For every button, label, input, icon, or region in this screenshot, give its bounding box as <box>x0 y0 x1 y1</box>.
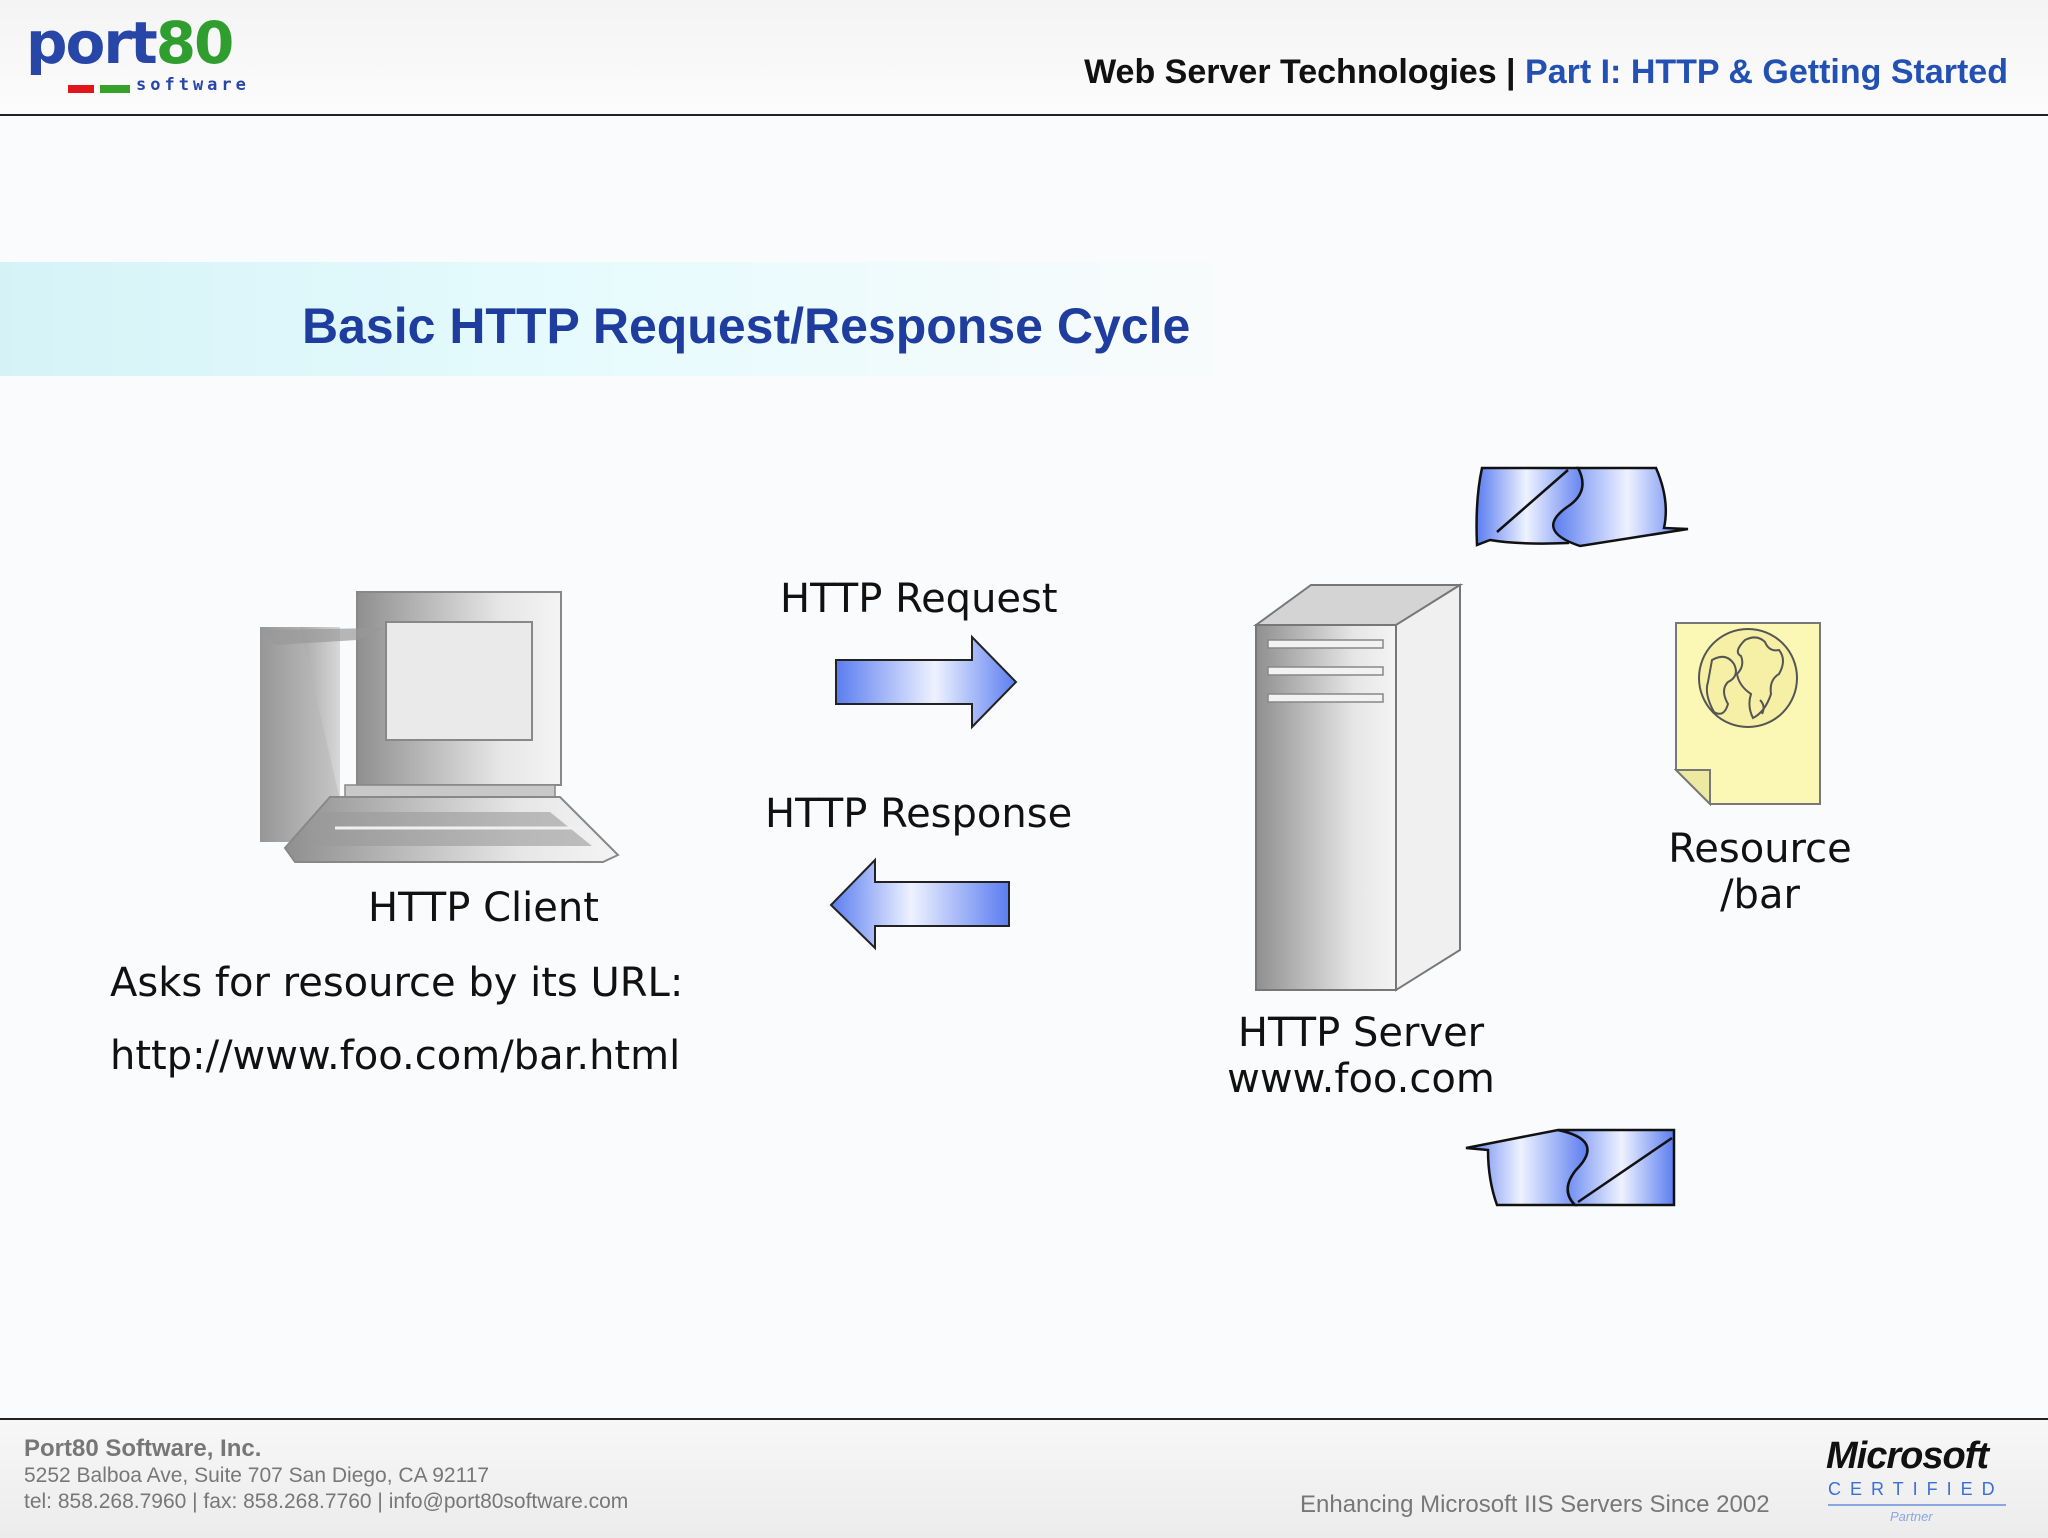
server-label: HTTP Server www.foo.com <box>1196 1010 1526 1102</box>
server-tower-icon <box>1256 585 1460 990</box>
request-arrow <box>836 637 1016 727</box>
curved-arrow-icon-bottom <box>1466 1130 1674 1205</box>
response-arrow <box>831 860 1009 948</box>
ms-divider <box>1828 1504 2006 1506</box>
microsoft-certified: CERTIFIED <box>1828 1479 2004 1499</box>
footer-address: 5252 Balboa Ave, Suite 707 San Diego, CA… <box>24 1463 489 1489</box>
response-label: HTTP Response <box>765 791 1072 837</box>
microsoft-partner: Partner <box>1890 1510 1933 1524</box>
resource-label: Resource /bar <box>1640 826 1880 918</box>
microsoft-logo: Microsoft <box>1826 1436 1988 1476</box>
resource-label-line2: /bar <box>1640 872 1880 918</box>
client-url: http://www.foo.com/bar.html <box>110 1033 680 1079</box>
curved-arrow-icon <box>1477 468 1688 546</box>
footer-contact: tel: 858.268.7960 | fax: 858.268.7760 | … <box>24 1489 628 1515</box>
client-label: HTTP Client <box>368 885 599 931</box>
footer-tagline: Enhancing Microsoft IIS Servers Since 20… <box>1300 1490 1770 1520</box>
client-description: Asks for resource by its URL: <box>110 960 683 1006</box>
document-globe-icon <box>1676 623 1820 804</box>
resource-label-line1: Resource <box>1640 826 1880 872</box>
request-label: HTTP Request <box>780 576 1058 622</box>
computer-icon <box>260 592 618 862</box>
footer-company: Port80 Software, Inc. <box>24 1435 261 1463</box>
server-label-line2: www.foo.com <box>1196 1056 1526 1102</box>
server-label-line1: HTTP Server <box>1196 1010 1526 1056</box>
